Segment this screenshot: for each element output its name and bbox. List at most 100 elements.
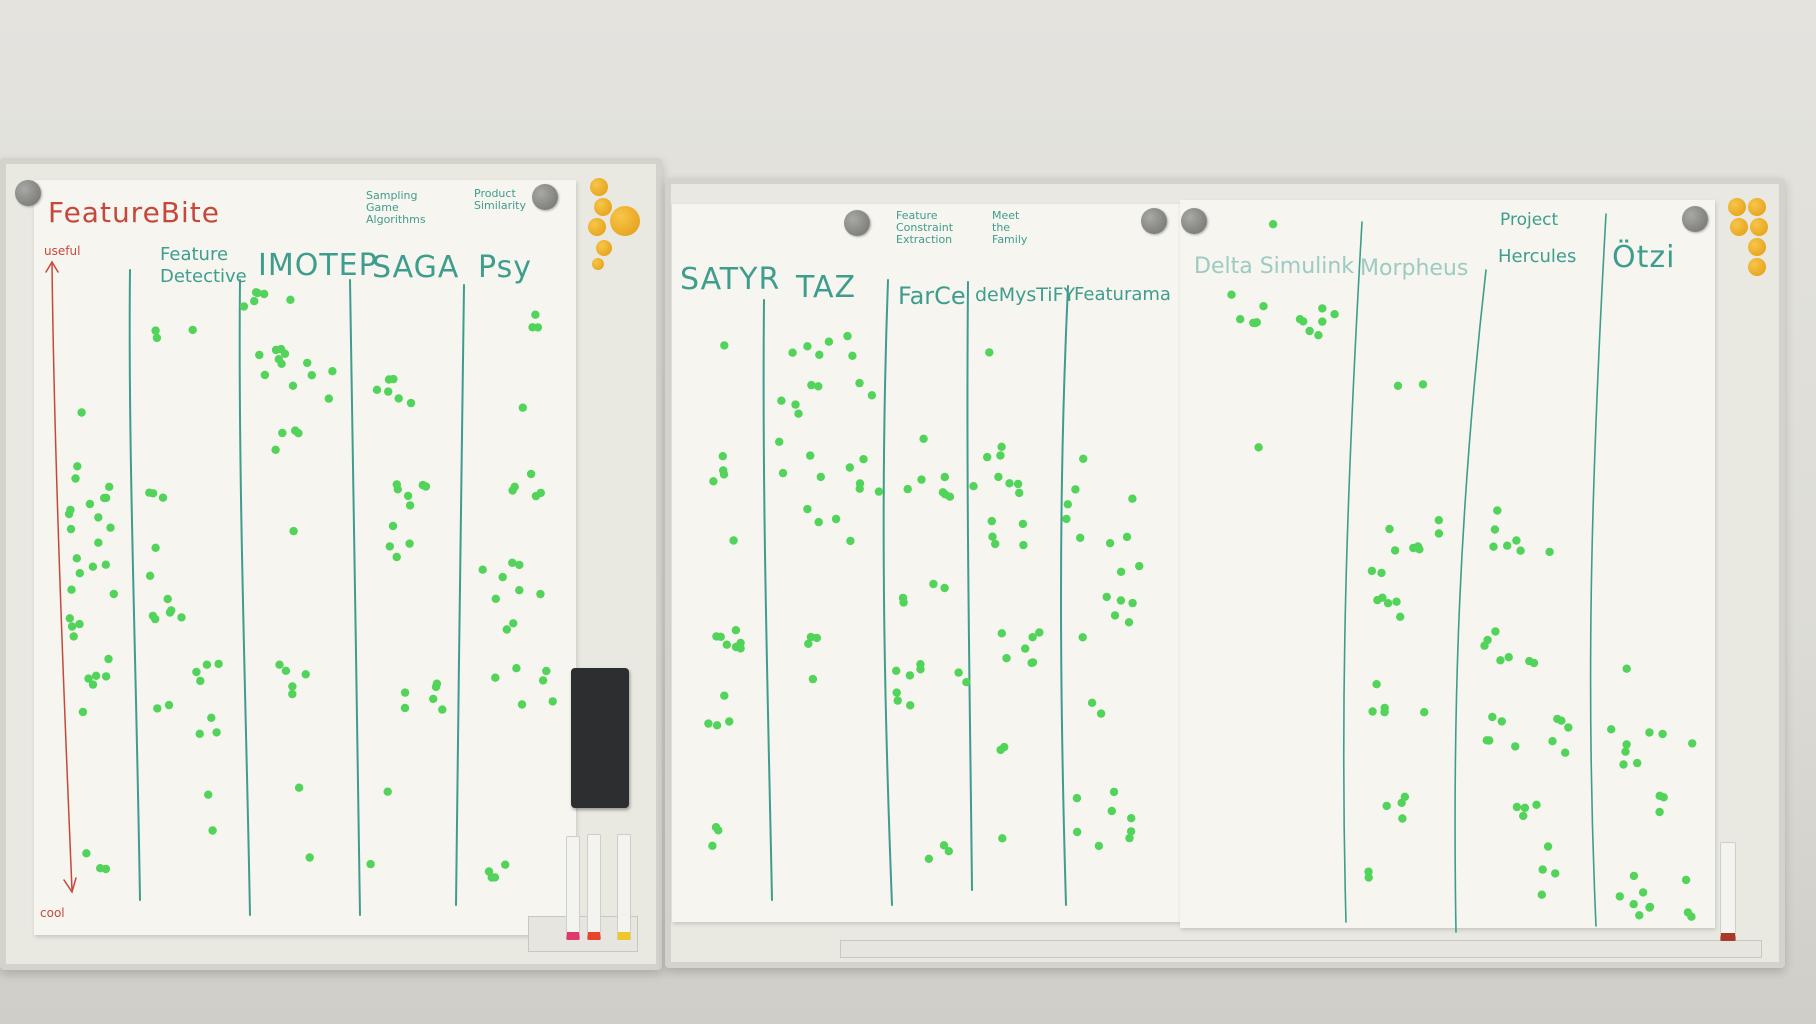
vote-dot-300 <box>1382 801 1391 811</box>
vote-dot-291 <box>1396 612 1405 621</box>
vote-dot-168 <box>816 472 825 482</box>
vote-dot-0 <box>77 408 86 417</box>
vote-dot-347 <box>1655 807 1664 817</box>
vote-dot-324 <box>1561 748 1570 757</box>
vote-dot-285 <box>1367 566 1377 576</box>
vote-dot-239 <box>1071 485 1080 494</box>
vote-dot-98 <box>393 485 402 494</box>
vote-dot-351 <box>1635 911 1644 920</box>
vote-dot-33 <box>188 325 197 335</box>
vote-dot-93 <box>403 491 413 501</box>
marker-right-board[interactable] <box>1720 842 1736 941</box>
vote-dot-204 <box>916 665 925 674</box>
magnet-orange-10[interactable] <box>1750 218 1768 236</box>
vote-dot-87 <box>372 385 382 394</box>
vote-dot-355 <box>1645 903 1654 912</box>
magnet-gray-3[interactable] <box>844 210 870 236</box>
vote-dot-310 <box>1503 541 1512 550</box>
magnet-orange-2[interactable] <box>594 198 612 216</box>
marker-yellow[interactable] <box>617 834 631 940</box>
vote-dot-276 <box>1254 443 1263 452</box>
vote-dot-21 <box>67 622 77 631</box>
column-divider-3 <box>349 279 361 916</box>
vote-dot-125 <box>478 565 487 574</box>
vote-dot-271 <box>1295 315 1305 324</box>
vote-dot-207 <box>892 688 901 697</box>
vote-dot-252 <box>1087 698 1097 707</box>
magnet-orange-1[interactable] <box>590 178 608 196</box>
magnet-orange-7[interactable] <box>1728 198 1746 216</box>
vote-dot-274 <box>1251 318 1260 328</box>
vote-dot-194 <box>903 484 912 494</box>
vote-dot-51 <box>202 660 212 669</box>
vote-dot-195 <box>940 472 949 482</box>
vote-dot-277 <box>1393 381 1403 390</box>
vote-dot-90 <box>384 375 394 384</box>
left-flipchart-paper <box>34 180 576 935</box>
magnet-orange-6[interactable] <box>592 258 604 270</box>
vote-dot-153 <box>704 719 713 728</box>
vote-dot-138 <box>501 860 510 869</box>
vote-dot-47 <box>196 676 205 686</box>
vote-dot-317 <box>1491 627 1500 636</box>
vote-dot-314 <box>1480 641 1489 650</box>
whiteboard-eraser[interactable] <box>571 668 629 808</box>
vote-dot-202 <box>906 701 915 710</box>
vote-dot-162 <box>843 331 852 341</box>
vote-dot-282 <box>1390 546 1400 555</box>
vote-dot-222 <box>988 532 997 541</box>
magnet-gray-5[interactable] <box>1181 208 1207 234</box>
vote-dot-229 <box>1020 644 1030 653</box>
column-label-featurama: Featurama <box>1074 284 1171 305</box>
axis-arrow-line <box>51 261 73 891</box>
magnet-orange-12[interactable] <box>1748 258 1766 276</box>
vote-dot-303 <box>1364 873 1373 882</box>
marker-orange[interactable] <box>587 834 601 940</box>
vote-dot-339 <box>1622 740 1631 749</box>
vote-dot-307 <box>1512 536 1521 545</box>
vote-dot-27 <box>91 671 101 680</box>
magnet-orange-9[interactable] <box>1730 218 1748 236</box>
vote-dot-199 <box>899 598 908 607</box>
vote-dot-294 <box>1420 708 1429 717</box>
magnet-orange-5[interactable] <box>596 240 612 256</box>
vote-dot-74 <box>255 350 264 360</box>
vote-dot-287 <box>1434 529 1444 538</box>
marker-red[interactable] <box>566 836 580 940</box>
vote-dot-113 <box>531 310 540 319</box>
vote-dot-346 <box>1655 791 1664 800</box>
magnet-gray-1[interactable] <box>15 180 41 206</box>
vote-dot-215 <box>994 472 1003 482</box>
vote-dot-167 <box>845 463 854 472</box>
vote-dot-63 <box>288 381 298 390</box>
magnet-gray-6[interactable] <box>1682 206 1708 232</box>
vote-dot-128 <box>491 594 500 603</box>
vote-dot-260 <box>1073 827 1082 837</box>
magnet-orange-4[interactable] <box>610 206 640 236</box>
column-note-saga: Sampling Game Algorithms <box>366 189 426 226</box>
magnet-orange-11[interactable] <box>1748 238 1766 256</box>
magnet-orange-3[interactable] <box>588 218 606 236</box>
vote-dot-313 <box>1525 656 1534 666</box>
vote-dot-343 <box>1645 728 1654 737</box>
vote-dot-159 <box>848 351 857 360</box>
vote-dot-181 <box>814 517 823 527</box>
column-divider-8 <box>1060 285 1069 906</box>
vote-dot-267 <box>1314 331 1323 340</box>
vote-dot-1 <box>106 523 115 532</box>
vote-dot-110 <box>366 859 375 869</box>
vote-dot-234 <box>996 745 1005 755</box>
vote-dot-18 <box>101 560 111 569</box>
magnet-gray-2[interactable] <box>532 184 558 210</box>
right-board-tray <box>840 940 1762 958</box>
column-divider-1 <box>128 269 141 901</box>
vote-dot-99 <box>388 521 398 531</box>
vote-dot-77 <box>278 428 287 438</box>
vote-dot-122 <box>515 560 524 570</box>
magnet-orange-8[interactable] <box>1748 198 1766 216</box>
vote-dot-107 <box>438 705 447 714</box>
vote-dot-308 <box>1493 506 1502 515</box>
magnet-gray-4[interactable] <box>1141 208 1167 234</box>
vote-dot-329 <box>1519 811 1528 821</box>
vote-dot-134 <box>542 666 551 676</box>
